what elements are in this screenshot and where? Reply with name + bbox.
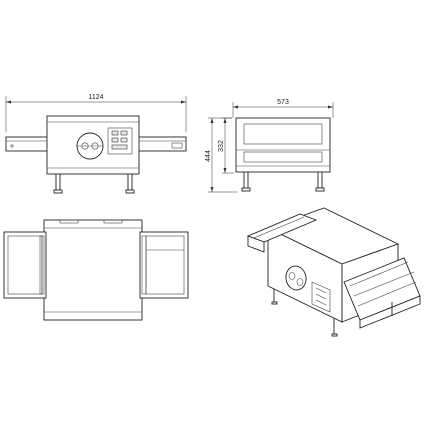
dimension-length-label: 1124 <box>88 94 103 101</box>
top-view <box>3 219 189 321</box>
dimension-height-total-label: 444 <box>205 150 212 162</box>
isometric-view <box>246 207 421 337</box>
dimension-height-body: 332 <box>218 117 234 174</box>
dimension-depth-label: 573 <box>277 99 289 106</box>
dimension-length: 1124 <box>5 94 187 132</box>
dimension-height-body-label: 332 <box>218 140 225 152</box>
side-view: 573 444 332 <box>205 99 334 193</box>
front-view: 1124 <box>5 94 187 194</box>
dimension-depth: 573 <box>232 99 334 118</box>
dimension-height-total: 444 <box>205 117 238 193</box>
